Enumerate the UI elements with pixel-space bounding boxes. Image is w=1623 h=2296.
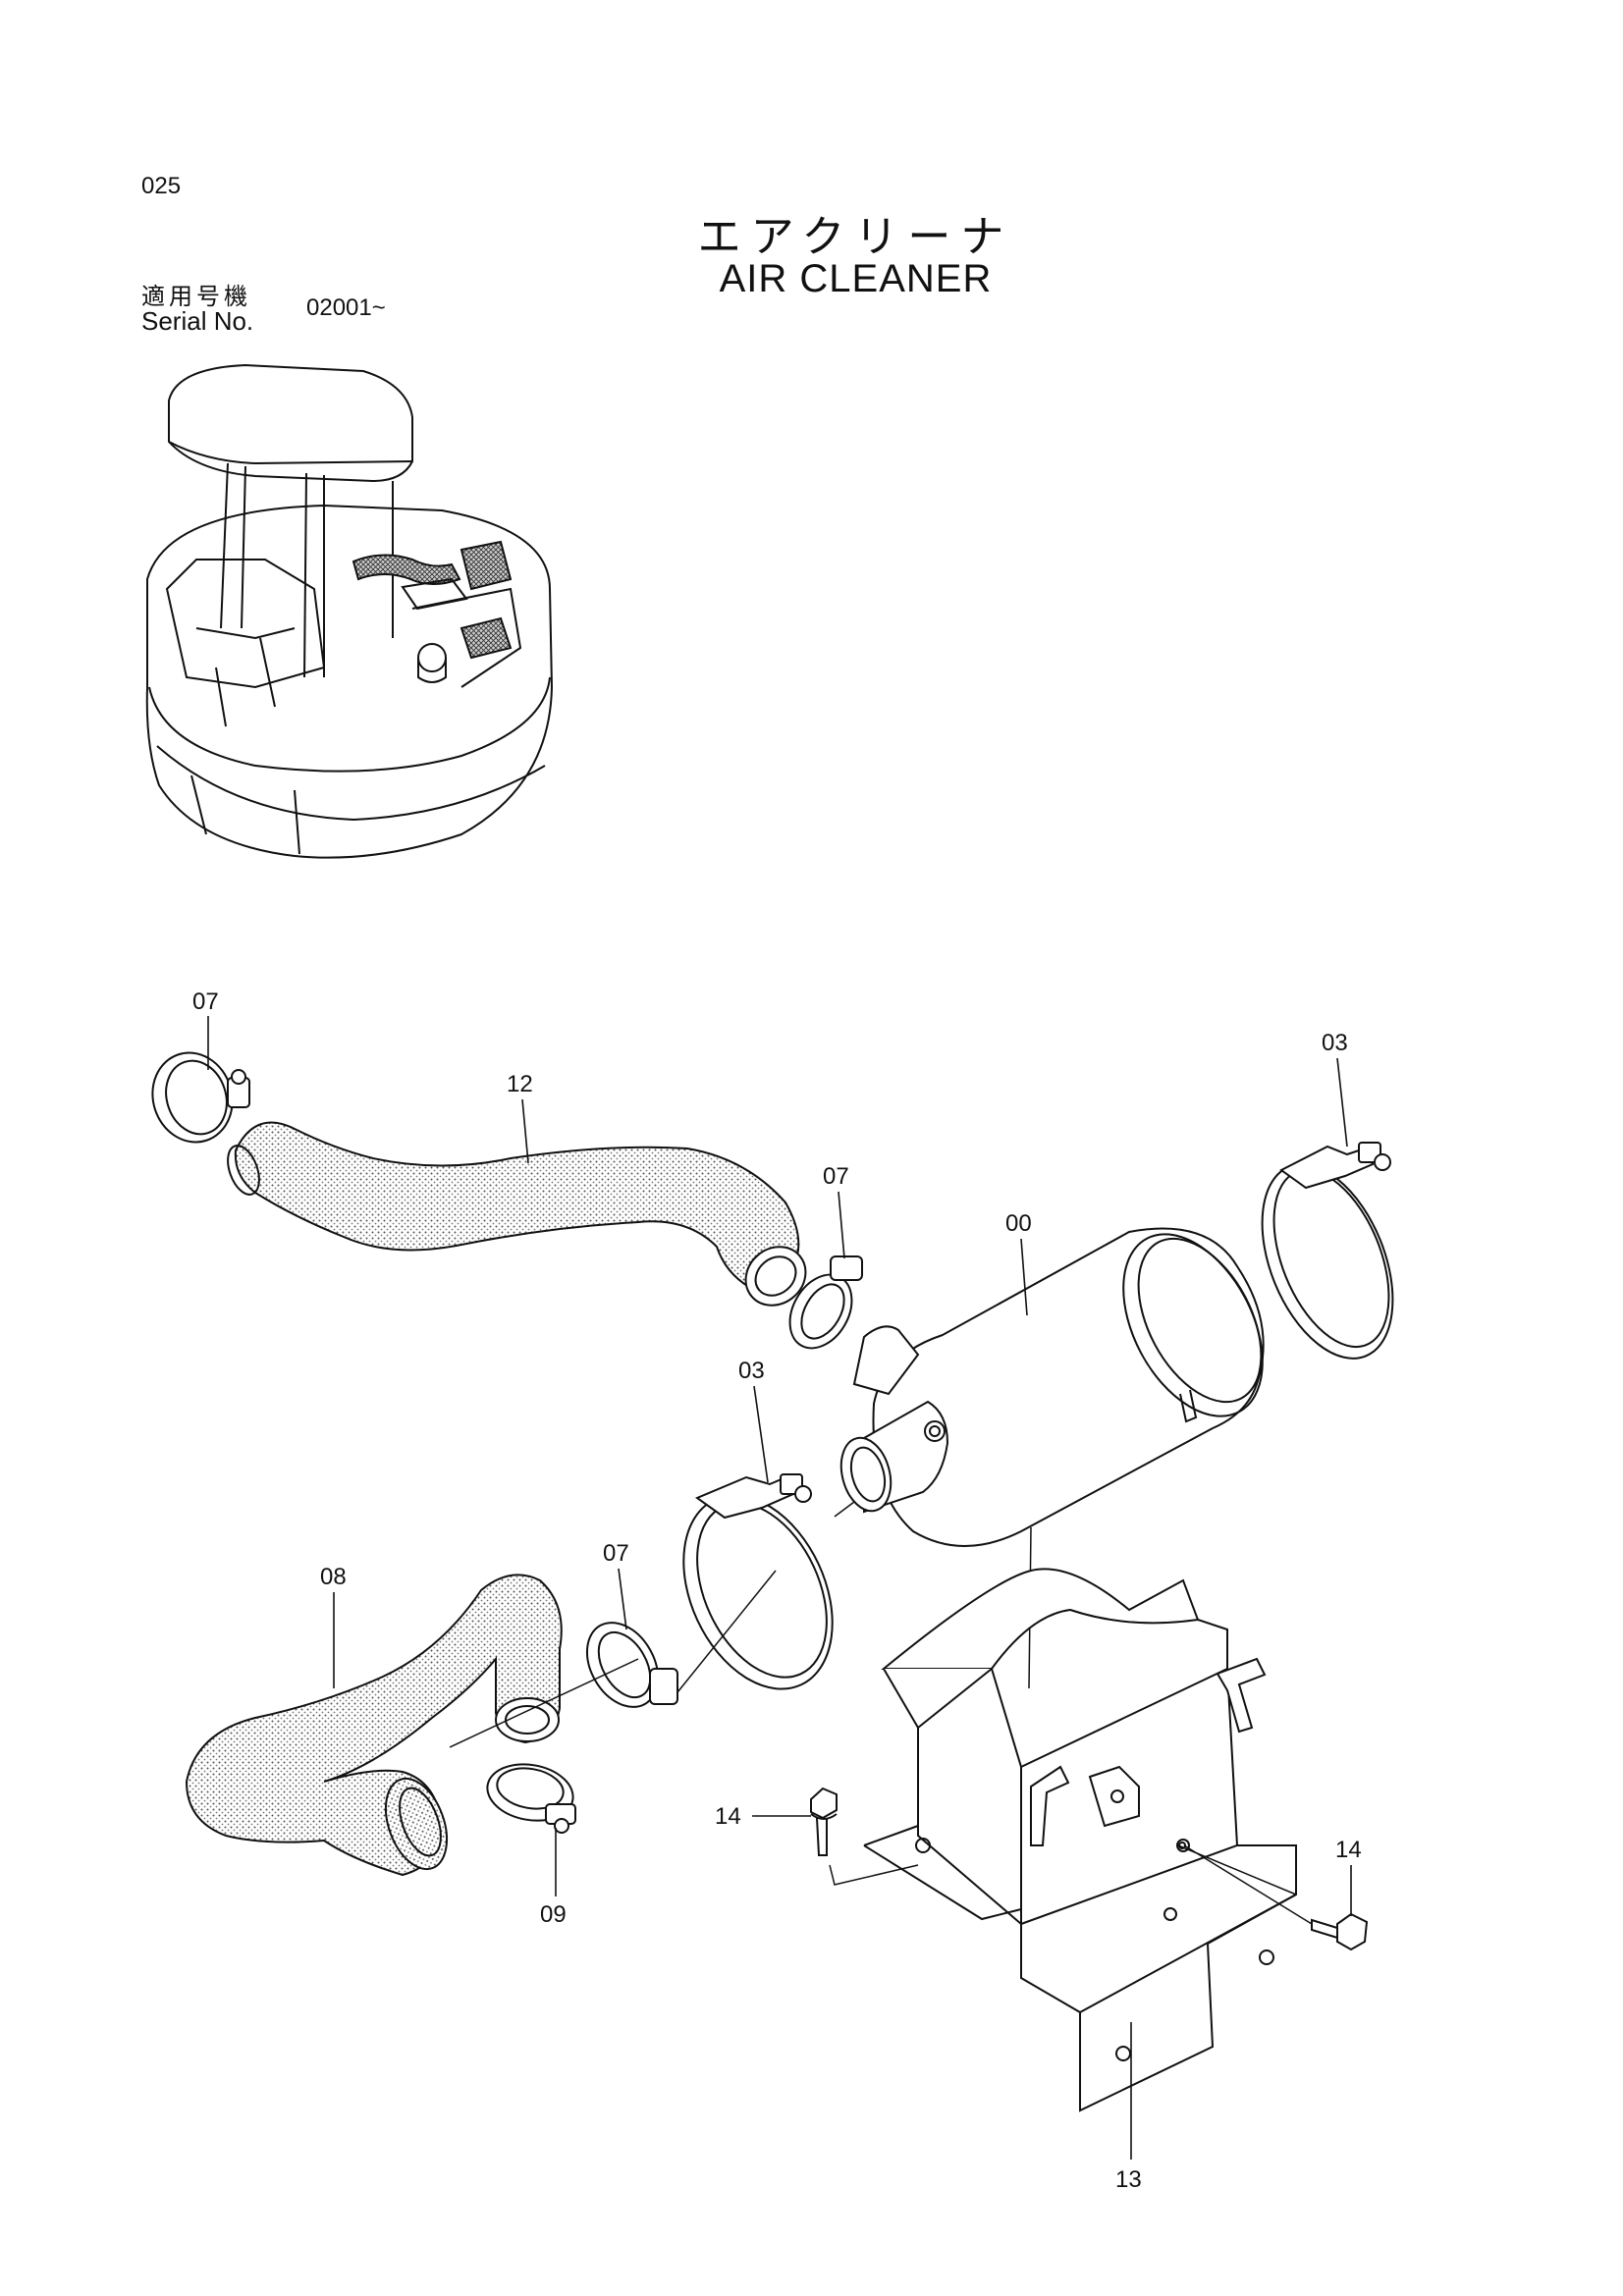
part-12-upper-hose	[227, 1121, 807, 1307]
callout-09: 09	[540, 1901, 567, 1928]
callout-labels: 07 12 03 07 00 03 07 08 14 14 09 13	[192, 988, 1362, 2193]
serial-range: 02001~	[306, 294, 386, 321]
serial-label-english: Serial No.	[141, 306, 254, 336]
callout-07-lower: 07	[603, 1540, 629, 1567]
callout-14-left: 14	[715, 1803, 741, 1830]
callout-03-middle: 03	[738, 1358, 765, 1384]
callout-03-right: 03	[1322, 1030, 1348, 1056]
part-13-mounting-bracket	[863, 1568, 1297, 2112]
part-09-hose-clamp-small	[486, 1763, 576, 1834]
callout-07-top-left: 07	[192, 988, 219, 1015]
part-14-bolt-right	[1311, 1912, 1369, 1951]
serial-label-japanese: 適用号機	[141, 283, 251, 310]
part-07-hose-clamp-lower	[585, 1622, 678, 1708]
part-07-hose-clamp-top-left	[151, 1051, 250, 1144]
part-00-air-cleaner-assembly	[839, 1227, 1265, 1689]
part-07-hose-clamp-middle	[788, 1255, 863, 1350]
callout-08: 08	[320, 1564, 347, 1590]
machine-overview-illustration	[145, 363, 554, 859]
part-08-lower-hose	[185, 1574, 563, 1877]
callout-13: 13	[1115, 2166, 1142, 2193]
callout-leaders	[207, 1016, 1352, 2160]
part-03-band-clamp-middle	[682, 1473, 834, 1690]
title-japanese: エアクリーナ	[697, 212, 1014, 262]
exploded-parts	[151, 1051, 1394, 2112]
callout-07-middle: 07	[823, 1163, 849, 1190]
part-14-bolt-left	[810, 1787, 838, 1856]
page-number: 025	[141, 173, 182, 199]
callout-14-right: 14	[1335, 1837, 1362, 1863]
callout-12: 12	[507, 1071, 533, 1097]
part-03-band-clamp-right	[1261, 1142, 1394, 1360]
title-english: AIR CLEANER	[719, 257, 993, 300]
callout-00: 00	[1005, 1210, 1032, 1237]
